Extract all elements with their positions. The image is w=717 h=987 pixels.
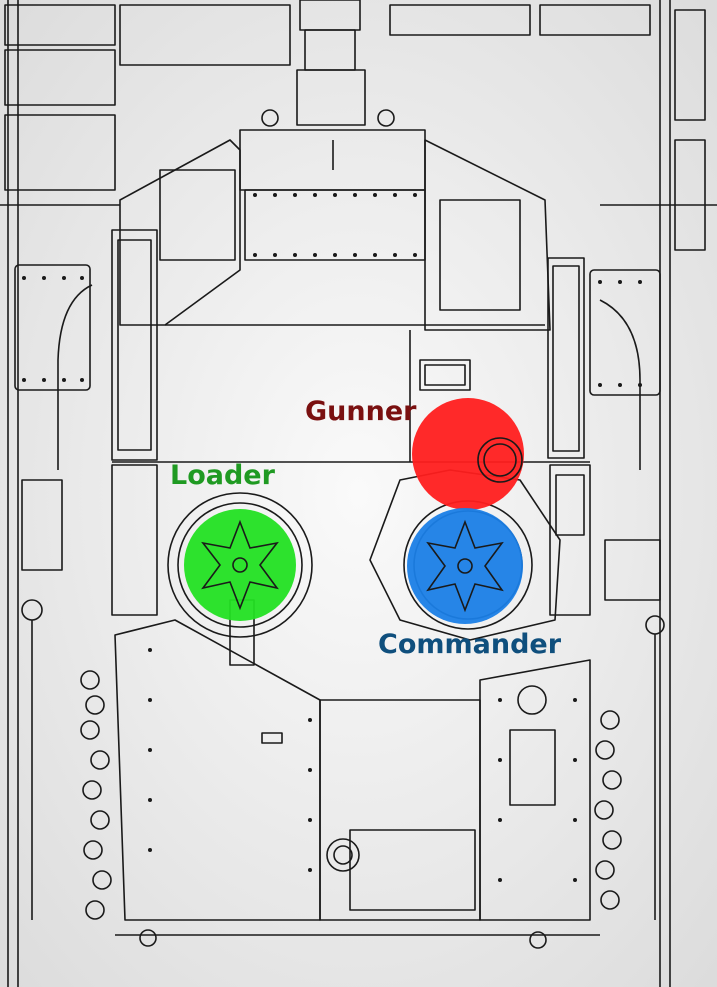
gunner-marker [412,398,524,510]
gunner-label: Gunner [305,396,417,427]
rivets [22,193,642,882]
loader-label: Loader [170,460,275,491]
hatch-details [201,437,523,613]
commander-label: Commander [378,629,562,660]
commander-marker [407,508,523,624]
loader-marker [184,509,296,621]
